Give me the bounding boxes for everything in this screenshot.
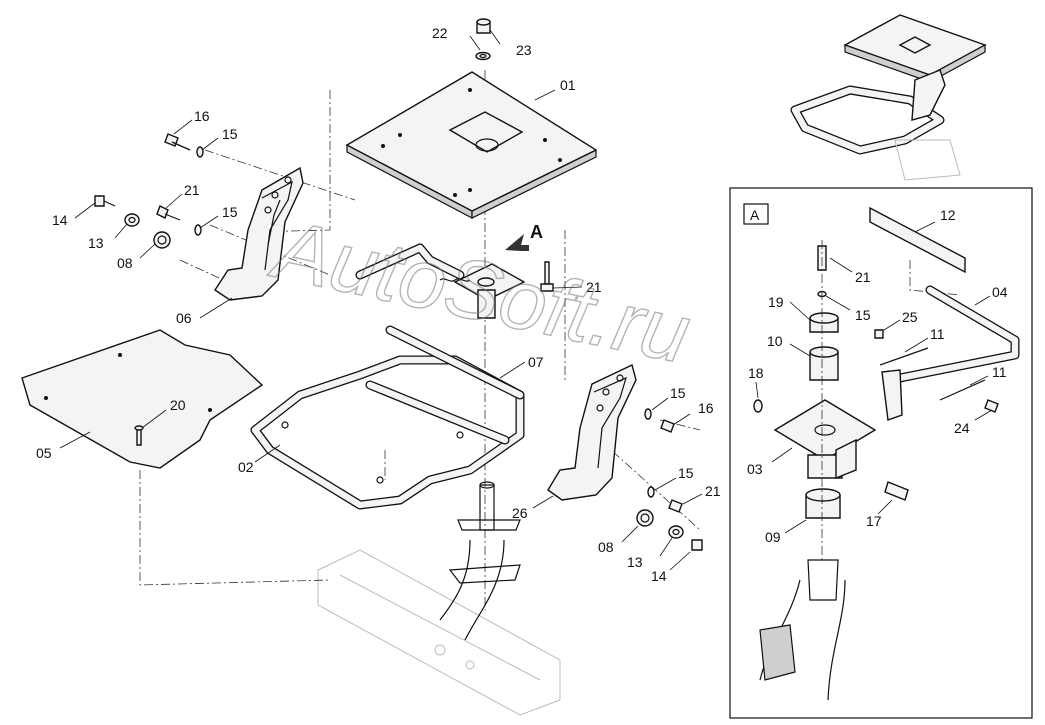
detail-label-a: A xyxy=(750,207,760,223)
callout-04: 04 xyxy=(992,284,1008,300)
assembled-thumbnail xyxy=(790,14,987,181)
callout-17: 17 xyxy=(866,513,882,529)
callout-23: 23 xyxy=(516,42,532,58)
callout-16: 16 xyxy=(194,108,210,124)
callout-08: 08 xyxy=(117,255,133,271)
callout-07: 07 xyxy=(528,354,544,370)
callout-15: 15 xyxy=(670,385,686,401)
side-bracket-06 xyxy=(214,166,304,301)
screw-24 xyxy=(984,399,999,413)
detail-a-panel: A xyxy=(729,187,1033,719)
callout-02: 02 xyxy=(238,459,254,475)
callout-03: 03 xyxy=(747,461,763,477)
callout-15: 15 xyxy=(222,204,238,220)
fastener-16-right xyxy=(660,419,675,433)
bushing-08-right xyxy=(636,509,654,527)
seat-base-plate xyxy=(345,71,598,219)
screw-20 xyxy=(134,425,144,446)
callout-labels: 22 23 01 16 15 21 15 14 13 08 06 21 07 0… xyxy=(36,25,1008,584)
callout-21: 21 xyxy=(705,483,721,499)
frame-rail-ghost xyxy=(317,549,561,716)
callout-24: 24 xyxy=(954,420,970,436)
callout-15: 15 xyxy=(222,126,238,142)
nut-23 xyxy=(476,18,491,34)
callout-15: 15 xyxy=(678,465,694,481)
seat-column xyxy=(439,481,521,641)
bolt-21-main xyxy=(540,261,554,292)
side-bracket-26 xyxy=(547,364,637,501)
callout-21: 21 xyxy=(184,182,200,198)
callout-13: 13 xyxy=(627,554,643,570)
spring-11a xyxy=(879,347,929,366)
washer-18 xyxy=(753,399,763,413)
callout-14: 14 xyxy=(651,568,667,584)
callout-10: 10 xyxy=(767,333,783,349)
adjust-lever-assembly xyxy=(355,243,526,319)
callout-20: 20 xyxy=(170,397,186,413)
bolt-14-left xyxy=(94,195,116,207)
tubular-frame-02 xyxy=(250,355,525,510)
leader-lines xyxy=(59,29,993,571)
nut-25 xyxy=(874,329,884,339)
callout-01: 01 xyxy=(560,77,576,93)
callout-12: 12 xyxy=(940,207,956,223)
watermark: AutoSoft.ru xyxy=(263,201,699,381)
callout-22: 22 xyxy=(432,25,448,41)
washer-22 xyxy=(475,51,491,61)
bolt-21-right xyxy=(668,499,683,513)
washer-15-left-a xyxy=(196,146,204,158)
callout-05: 05 xyxy=(36,445,52,461)
spring-11b xyxy=(939,379,986,401)
callout-11: 11 xyxy=(992,364,1007,380)
callout-18: 18 xyxy=(748,365,764,381)
callout-15: 15 xyxy=(855,307,871,323)
washer-15-right-b xyxy=(647,486,655,498)
washer-15-right-a xyxy=(644,408,652,420)
pad-12 xyxy=(869,206,966,274)
seat-plate-05 xyxy=(21,329,264,469)
callout-25: 25 xyxy=(902,309,918,325)
washer-15-left-b xyxy=(194,224,202,236)
callout-14: 14 xyxy=(52,212,68,228)
bolt-14-right xyxy=(691,539,703,551)
bolt-21-left xyxy=(156,205,181,221)
callout-09: 09 xyxy=(765,529,781,545)
callout-21: 21 xyxy=(586,279,602,295)
washer-13-left xyxy=(124,213,140,227)
callout-08: 08 xyxy=(598,539,614,555)
fastener-16-left xyxy=(164,133,191,151)
callout-16: 16 xyxy=(698,400,714,416)
callout-26: 26 xyxy=(512,505,528,521)
plate-03 xyxy=(773,399,877,461)
view-arrow-a: A xyxy=(505,222,543,251)
callout-19: 19 xyxy=(768,294,784,310)
callout-11: 11 xyxy=(930,326,945,342)
callout-06: 06 xyxy=(176,310,192,326)
view-label-a: A xyxy=(530,222,543,242)
callout-13: 13 xyxy=(88,235,104,251)
bolt-17 xyxy=(884,481,909,501)
washer-13-right xyxy=(668,525,684,539)
bushing-08-left xyxy=(153,231,171,249)
cross-shaft-07 xyxy=(385,325,525,400)
callout-21: 21 xyxy=(855,269,871,285)
